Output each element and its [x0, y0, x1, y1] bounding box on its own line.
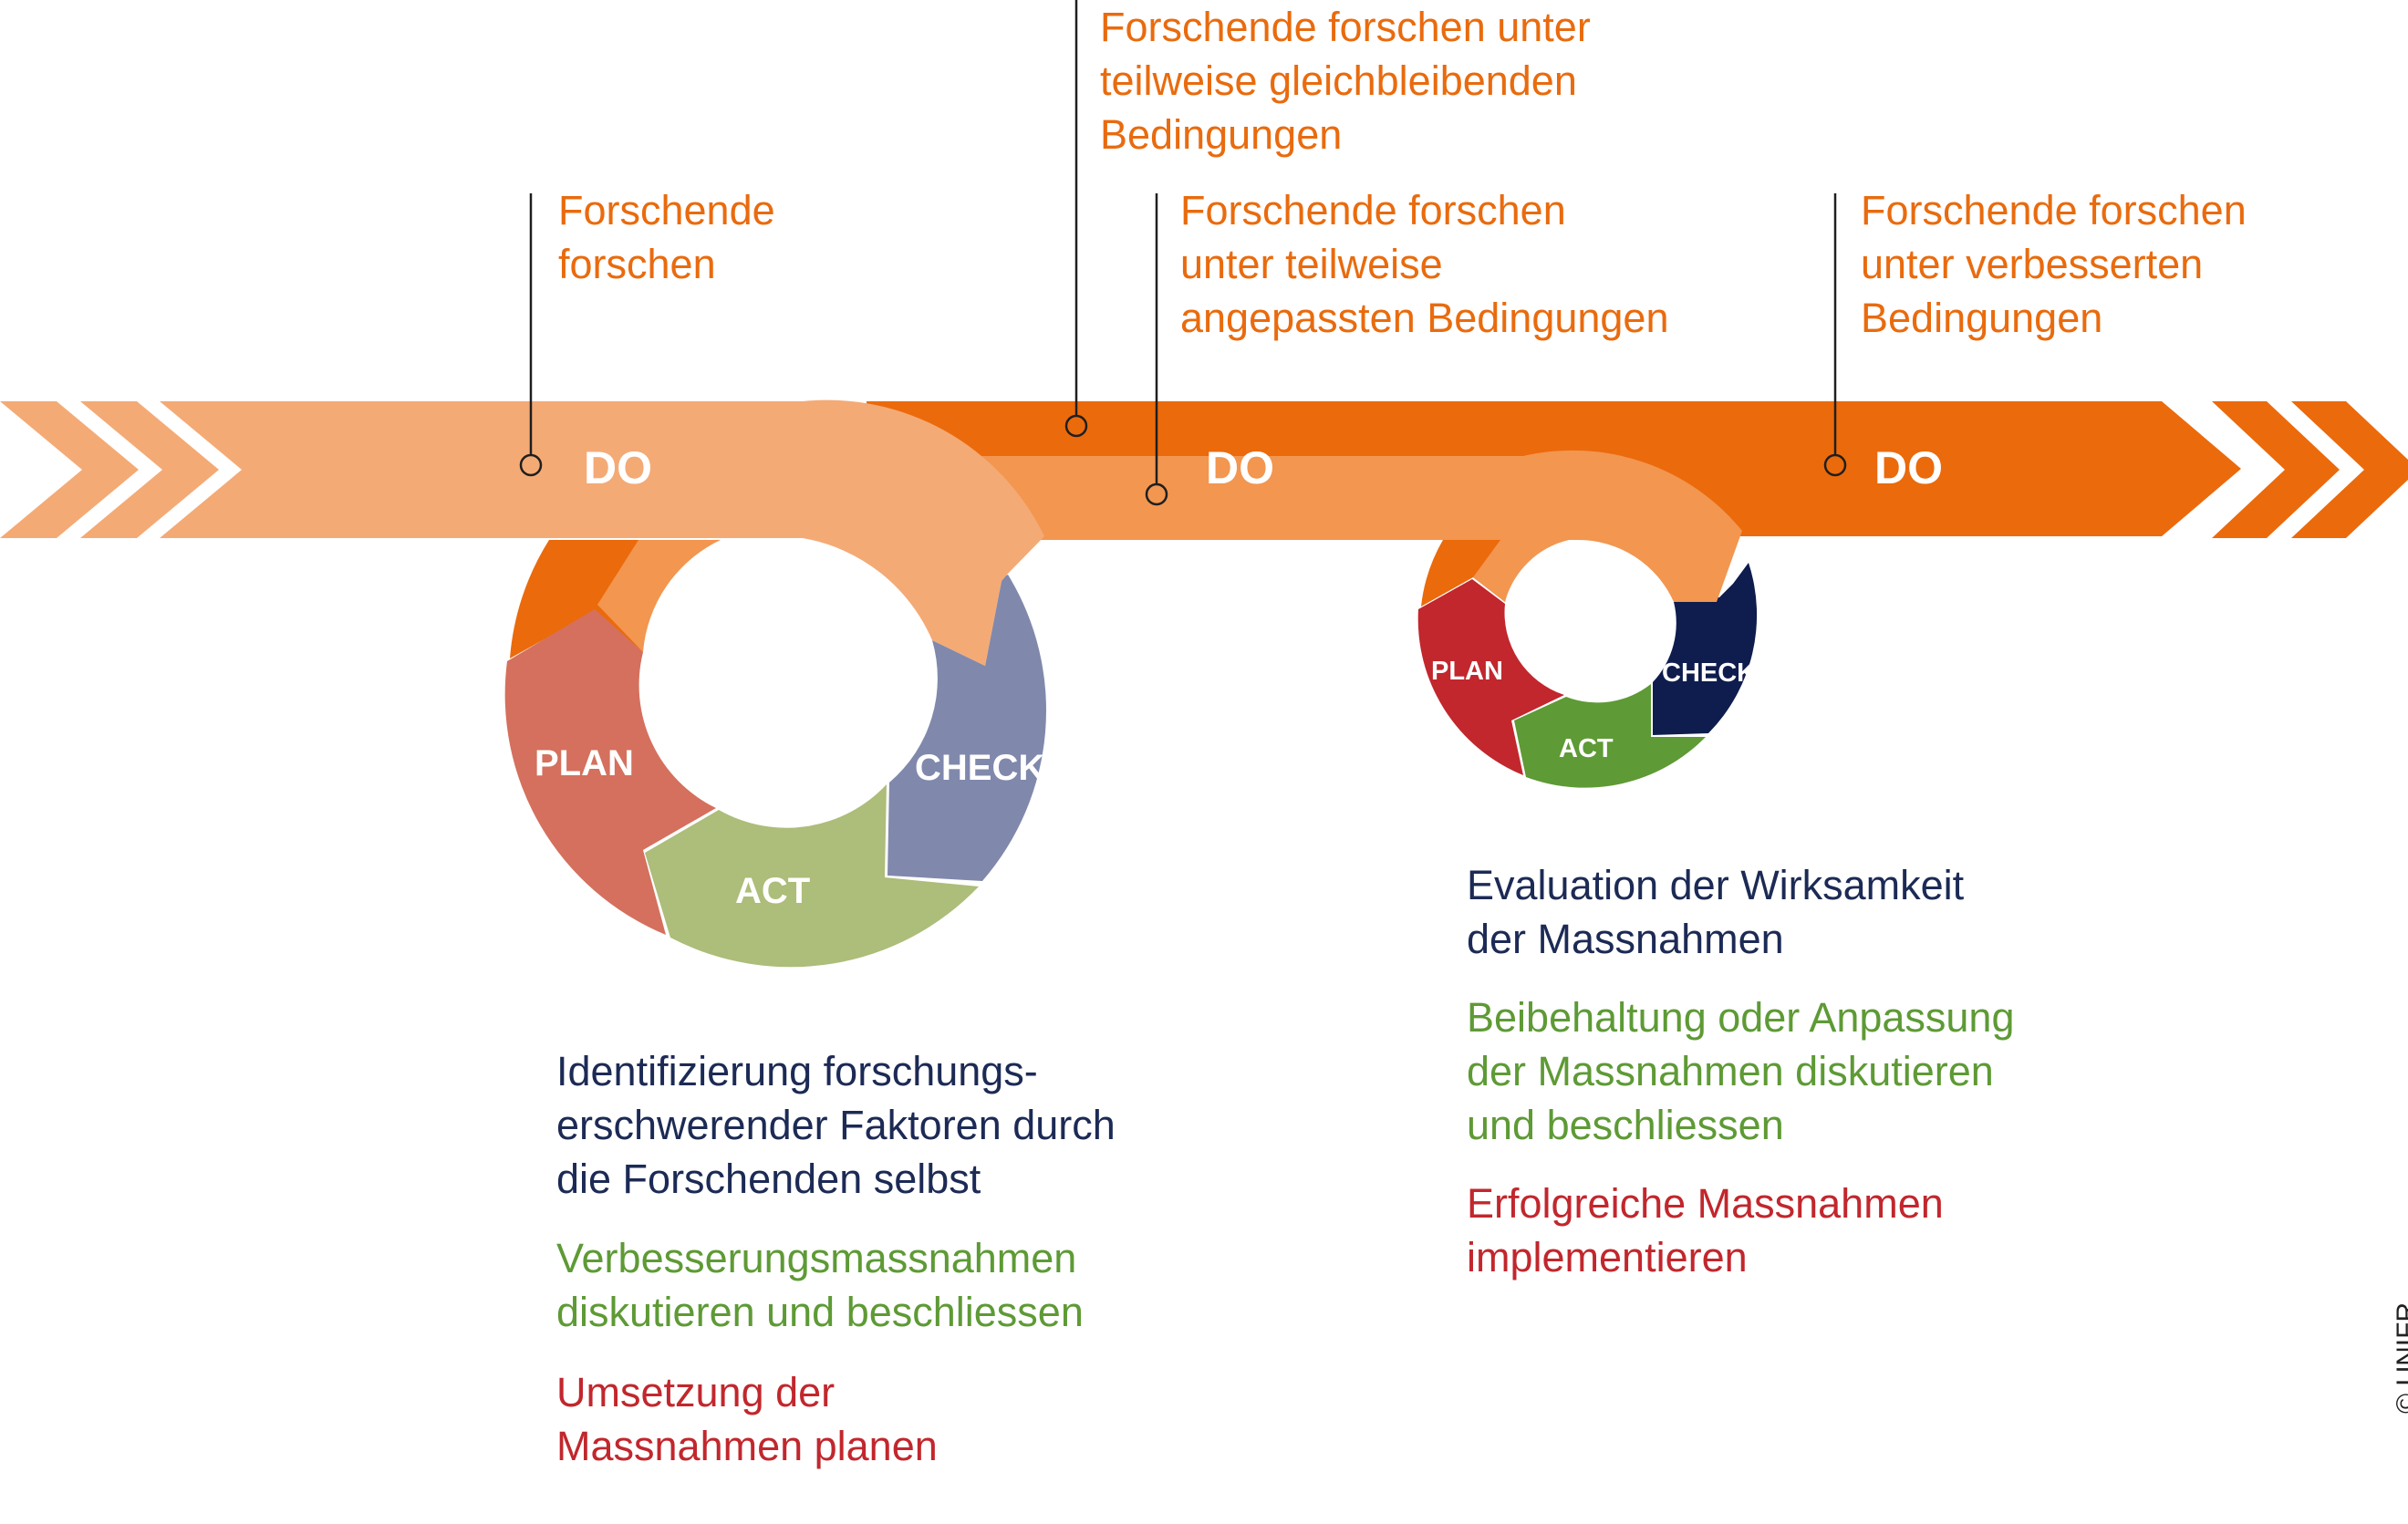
right-chevron-1: [2212, 401, 2340, 538]
do-label-3: DO: [1874, 442, 1943, 493]
small-cycle-act-segment: [1514, 684, 1706, 788]
note-gleichbleibende-bedingungen: Forschende forschen unter teilweise glei…: [1100, 4, 1591, 158]
left-chevron-2: [80, 401, 219, 538]
mid-orange-timeline-band: [949, 450, 1742, 602]
small-cycle-description-check: Evaluation der Wirksamkeit der Massnahme…: [1467, 862, 1965, 962]
note-forschende-forschen: Forschende forschen: [558, 187, 775, 287]
do-label-1: DO: [584, 442, 652, 493]
large-act-label: ACT: [735, 871, 810, 911]
large-check-label: CHECK: [915, 748, 1044, 788]
leader-dot-4: [1823, 453, 1847, 477]
note-angepasste-bedingungen: Forschende forschen unter teilweise ange…: [1180, 187, 1669, 341]
large-cycle-do-inner-segment: [597, 540, 721, 652]
large-cycle-description-plan: Identifizierung forschungs- erschwerende…: [556, 1048, 1116, 1202]
light-orange-timeline-band: [160, 399, 1044, 666]
small-plan-label: PLAN: [1431, 657, 1503, 686]
small-pdca-cycle: [1417, 540, 1758, 788]
small-cycle-check-segment: [1653, 563, 1758, 735]
small-cycle-description-plan: Erfolgreiche Massnahmen implementieren: [1467, 1180, 1944, 1280]
large-cycle-description-check: Umsetzung der Massnahmen planen: [556, 1369, 938, 1469]
right-chevron-2: [2291, 401, 2408, 538]
large-pdca-cycle: [504, 540, 1047, 968]
leader-dot-1: [519, 453, 543, 477]
left-chevron-1: [0, 401, 139, 538]
note-verbesserte-bedingungen: Forschende forschen unter verbesserten B…: [1861, 187, 2247, 341]
small-cycle-description-act: Beibehaltung oder Anpassung der Massnahm…: [1467, 994, 2015, 1148]
large-cycle-check-segment: [887, 575, 1047, 881]
small-cycle-do-inner-segment: [1473, 540, 1569, 602]
large-cycle-description-act: Verbesserungsmassnahmen diskutieren und …: [556, 1235, 1084, 1335]
small-check-label: CHECK: [1662, 658, 1756, 688]
do-label-2: DO: [1206, 442, 1274, 493]
leader-dot-2: [1064, 414, 1088, 438]
copyright-notice: © UNIFR: [2392, 1301, 2408, 1414]
small-act-label: ACT: [1559, 734, 1614, 763]
large-plan-label: PLAN: [535, 743, 634, 783]
leader-dot-3: [1145, 482, 1168, 506]
large-cycle-act-segment: [645, 784, 979, 968]
small-cycle-plan-segment: [1417, 579, 1564, 775]
large-cycle-plan-segment: [504, 609, 716, 935]
